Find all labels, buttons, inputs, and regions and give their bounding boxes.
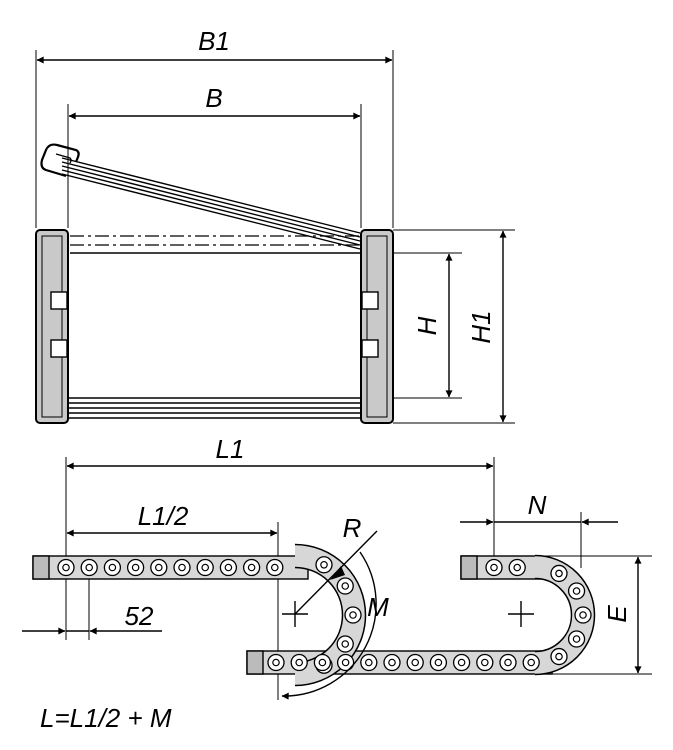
- end-bracket-upper: [32, 555, 50, 580]
- side-view: L1 L1/2: [22, 434, 652, 733]
- h1-label: H1: [466, 310, 496, 343]
- chain-pin-hole: [131, 563, 140, 572]
- cross-section-view: B1 B: [35, 26, 515, 424]
- chain-pin-hole: [272, 658, 280, 667]
- chain-pin-hole: [224, 563, 233, 572]
- r-arrowhead: [330, 566, 345, 580]
- chain-pin-hole: [457, 658, 466, 667]
- chain-pin-hole: [411, 658, 420, 667]
- chain-pin-hole: [555, 569, 563, 578]
- chain-pin-hole: [513, 563, 522, 572]
- bottom-crossbar: [68, 397, 361, 419]
- chain-pin-hole: [527, 658, 536, 667]
- chain-pin-hole: [572, 587, 581, 595]
- chain-pin-hole: [295, 658, 304, 667]
- b-label: B: [205, 83, 222, 113]
- side-plate-left: [35, 229, 69, 424]
- chain-pin-hole: [349, 611, 357, 619]
- chain-pin-hole: [341, 582, 350, 590]
- chain-pin-hole: [341, 658, 350, 667]
- chain-pin-hole: [388, 658, 396, 667]
- chain-pin-hole: [270, 563, 279, 572]
- pitch-label: 52: [125, 601, 154, 631]
- chain-pin-hole: [434, 658, 443, 667]
- chain-pin-hole: [247, 563, 256, 572]
- n-label: N: [528, 490, 547, 520]
- chain-pin-hole: [504, 658, 512, 667]
- opened-cover: [40, 143, 361, 250]
- b1-label: B1: [198, 26, 230, 56]
- chain-pin-hole: [555, 652, 563, 661]
- chain-pin-hole: [364, 658, 373, 667]
- h-label: H: [412, 316, 442, 335]
- end-bracket-right: [460, 555, 478, 580]
- m-arc-dimension: [281, 551, 377, 700]
- chain-pin-hole: [155, 563, 163, 572]
- chain-pin-hole: [318, 658, 327, 667]
- chain-pin-hole: [201, 563, 210, 572]
- chain-pin-hole: [85, 563, 94, 572]
- chain-pin-hole: [480, 658, 489, 667]
- bend-center-mark-right: [508, 601, 534, 627]
- chain-pin-hole: [490, 563, 498, 572]
- chain-pin-hole: [579, 611, 587, 619]
- e-label: E: [602, 605, 632, 623]
- chain-pin-hole: [62, 563, 70, 572]
- chain-pins: [57, 556, 592, 674]
- chain-pin-hole: [320, 560, 328, 569]
- chain-pin-hole: [572, 635, 581, 643]
- chain-pin-hole: [108, 563, 117, 572]
- chain-pin-hole: [341, 640, 350, 648]
- l1-half-label: L1/2: [138, 501, 189, 531]
- length-formula: L=L1/2 + M: [40, 703, 172, 733]
- side-plate-right: [360, 229, 394, 424]
- l1-label: L1: [216, 434, 245, 464]
- cover-hook: [40, 143, 80, 178]
- r-label: R: [343, 513, 362, 543]
- end-bracket-lower: [246, 650, 264, 675]
- m-label: M: [367, 592, 389, 622]
- chain-pin-hole: [178, 563, 186, 572]
